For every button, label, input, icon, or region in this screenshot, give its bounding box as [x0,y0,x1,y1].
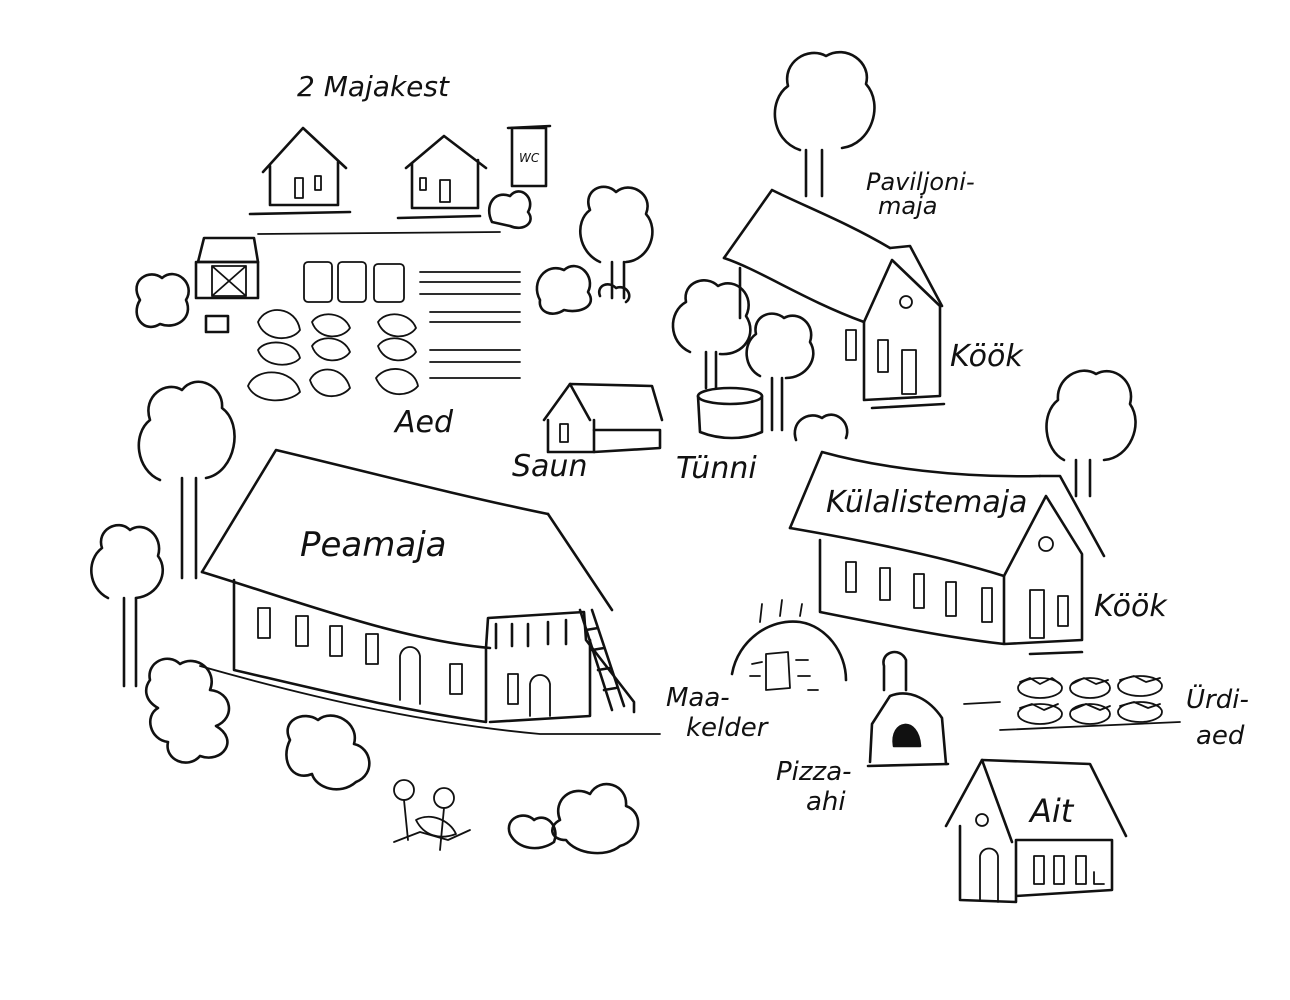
label-pizza-line2: ahi [806,787,846,817]
label-kulalistemaja: Külalistemaja [826,485,1027,520]
herb-garden [963,675,1181,731]
tree-top-right [773,50,876,198]
label-kook-guest: Köök [1094,589,1168,624]
tree-main-left-small [90,523,164,688]
label-maakelder-line1: Maa- [666,683,730,713]
ground-lines [199,231,661,735]
bush-front-right [551,782,640,855]
tree-main-left-tall [137,380,236,580]
guest-house [788,450,1106,656]
bush-garden-left [135,272,190,329]
cabin-right [396,134,488,220]
bush-front-right-small [507,814,557,850]
garden-bucket [204,314,230,334]
tree-pavilion-center [745,312,815,432]
bush-main-front-left [144,657,231,764]
bush-top-center [487,190,532,230]
main-house [200,448,636,724]
label-peamaja: Peamaja [300,525,447,565]
pavilion-house [722,188,946,410]
label-pavilion-line2: maja [878,192,937,220]
granary [944,758,1128,904]
garden-shed [194,236,260,300]
tree-top-middle [579,185,654,300]
label-ait: Ait [1028,792,1075,830]
cabin-left [248,126,352,216]
label-maakelder-line2: kelder [686,713,770,743]
label-majakesed: 2 Majakest [297,70,450,103]
label-pizza-line1: Pizza- [776,757,852,787]
garden-beds [247,261,521,402]
label-aed: Aed [393,405,454,440]
tree-pavilion-left [671,279,752,390]
label-urdiaed-line1: Ürdi- [1186,683,1249,715]
label-pavilion-line1: Paviljoni- [866,168,975,196]
tree-guest-right [1045,369,1137,498]
hot-tub [696,386,764,440]
bush-guest-left [793,413,849,442]
label-tunni: Tünni [676,451,757,486]
wc-label: WC [519,151,540,165]
bush-main-front [285,714,371,791]
label-kook-pavilion: Köök [950,339,1024,374]
sauna-building [542,382,664,454]
label-saun: Saun [512,449,587,484]
label-urdiaed-line2: aed [1196,721,1245,751]
pizza-oven [866,650,950,768]
bush-top-middle [535,264,631,315]
wc-booth [506,124,552,188]
root-cellar [730,599,848,691]
flowers [393,779,471,851]
